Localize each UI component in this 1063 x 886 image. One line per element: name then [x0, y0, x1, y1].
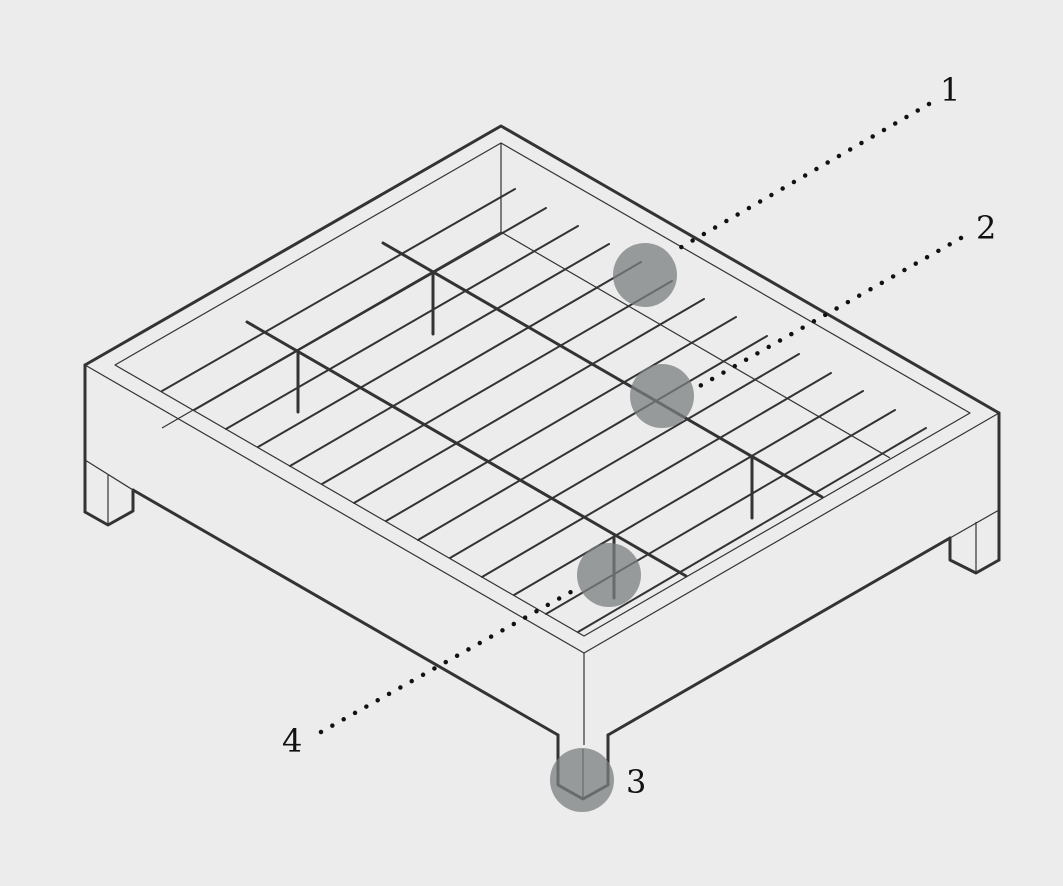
inner-back-wall — [500, 143, 891, 459]
callout-label-3: 3 — [626, 763, 646, 801]
slat — [385, 316, 737, 522]
callout-label-4: 4 — [282, 722, 302, 760]
slat — [577, 427, 927, 633]
slat — [353, 298, 705, 504]
bed-base — [83, 124, 1001, 745]
inner-recess — [114, 142, 971, 637]
slat — [257, 243, 610, 448]
leg-seam-right — [949, 509, 1000, 539]
leader-line-2 — [695, 235, 964, 390]
callout-labels: 1 2 3 4 — [282, 71, 996, 801]
slats — [161, 188, 927, 633]
leg-seam-left — [84, 459, 134, 491]
callout-label-2: 2 — [976, 209, 996, 247]
support-rail-back — [381, 241, 824, 499]
highlight-marker-3 — [550, 748, 614, 812]
leader-line-1 — [675, 101, 932, 252]
slat — [193, 207, 547, 411]
support-rails — [245, 241, 824, 600]
highlight-marker-2 — [630, 364, 694, 428]
top-rim-outer — [83, 124, 1001, 415]
slat — [289, 261, 642, 467]
slat — [513, 390, 864, 596]
highlight-marker-1 — [613, 243, 677, 307]
inner-rim-outer — [114, 142, 971, 637]
slat — [417, 335, 768, 541]
leader-lines — [318, 101, 964, 735]
bottom-edge-left — [131, 488, 560, 737]
slat — [321, 280, 673, 485]
leg-left — [83, 488, 135, 527]
callout-label-1: 1 — [940, 71, 960, 109]
leader-line-4 — [318, 585, 581, 735]
slat — [481, 372, 832, 578]
top-rim-front — [84, 364, 1000, 654]
leg-right — [948, 536, 1001, 575]
highlight-marker-4 — [577, 543, 641, 607]
support-rail-front — [245, 320, 688, 578]
bottom-edge-right — [606, 536, 952, 737]
legs — [83, 475, 1001, 801]
slat — [225, 225, 579, 430]
slat — [449, 353, 800, 559]
highlight-markers — [550, 243, 694, 812]
slat — [161, 188, 516, 392]
